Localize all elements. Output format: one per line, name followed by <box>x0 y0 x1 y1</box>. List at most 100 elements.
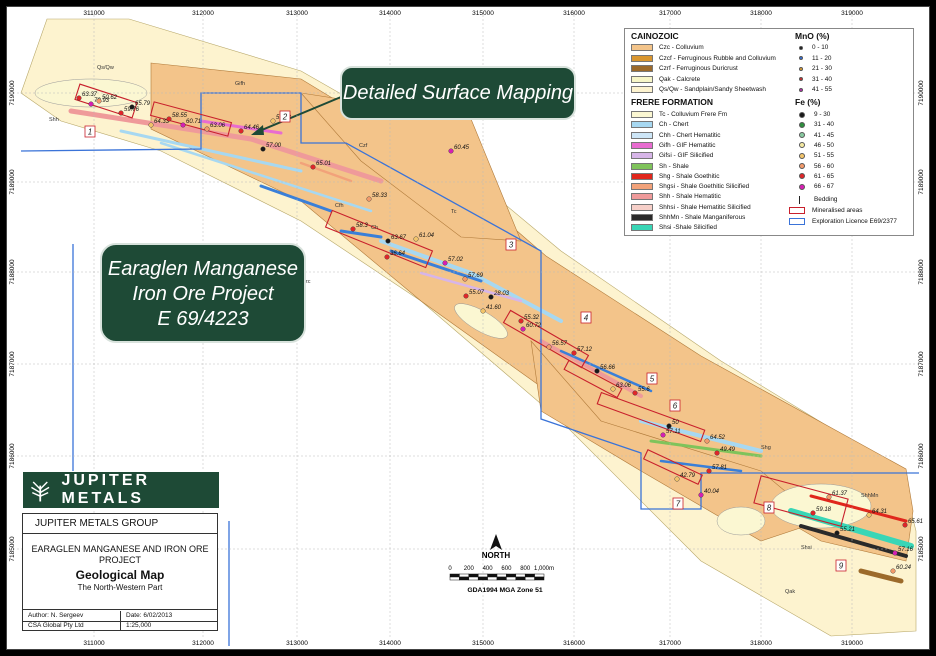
scale-tick-label: 0 <box>448 566 452 572</box>
legend-fe-row: 41 - 45 <box>795 131 834 140</box>
geology-unit-label: Ch <box>371 225 378 231</box>
mineralised-areas <box>74 83 849 527</box>
legend-heading-cainozoic: CAINOZOIC <box>631 31 679 41</box>
legend-point-symbol <box>799 132 805 139</box>
sample-point[interactable] <box>666 423 672 429</box>
sample-value-label: 57.11 <box>666 429 681 435</box>
sample-point[interactable] <box>180 122 186 128</box>
sample-point[interactable] <box>890 568 896 574</box>
sample-point[interactable] <box>238 128 244 134</box>
sample-point[interactable] <box>260 146 266 152</box>
scale-segment <box>468 576 479 581</box>
geology-unit-label: Qak <box>785 589 795 595</box>
legend-label: Shgsi - Shale Goethitic Silicified <box>659 183 750 191</box>
sample-point[interactable] <box>632 390 638 396</box>
sample-point[interactable] <box>366 196 372 202</box>
northing-label-left: 7186000 <box>9 443 16 469</box>
sample-point[interactable] <box>270 118 276 124</box>
geology-unit-label: Gifh <box>235 81 245 87</box>
easting-label-bottom: 316000 <box>563 640 585 647</box>
sample-value-label: 56.57 <box>552 341 568 347</box>
scale-segment <box>515 573 526 578</box>
sample-value-label: 65.61 <box>908 519 923 525</box>
geology-map-canvas[interactable]: 3110003110003120003120003130003130003140… <box>7 7 929 649</box>
legend-mno-row: 21 - 30 <box>795 64 832 73</box>
sample-point[interactable] <box>385 238 391 244</box>
sample-point[interactable] <box>88 101 94 107</box>
sample-point[interactable] <box>704 438 710 444</box>
sample-point[interactable] <box>546 344 552 350</box>
project-licence-line: E 69/4223 <box>157 308 249 330</box>
sample-point[interactable] <box>118 110 124 116</box>
sample-point[interactable] <box>462 276 468 282</box>
sample-value-label: 60.45 <box>454 145 470 151</box>
sample-point[interactable] <box>448 148 454 154</box>
sample-point[interactable] <box>866 512 872 518</box>
sample-point[interactable] <box>610 386 616 392</box>
area-number-box <box>505 238 517 251</box>
sample-point[interactable] <box>594 368 600 374</box>
sample-point[interactable] <box>518 318 524 324</box>
northing-label-right: 7186000 <box>918 443 925 469</box>
datum-label: GDA1994 MGA Zone 51 <box>467 587 543 594</box>
legend-row-sh: Sh - Shale <box>631 162 689 171</box>
sample-point[interactable] <box>480 308 486 314</box>
easting-label-bottom: 314000 <box>379 640 401 647</box>
legend-label: Qak - Calcrete <box>659 75 701 83</box>
sample-point[interactable] <box>166 116 172 122</box>
mineralised-area-outline <box>596 391 706 443</box>
scale-segment <box>449 576 460 581</box>
company-logo: JUPITER METALS <box>22 471 220 509</box>
sample-point[interactable] <box>129 104 135 110</box>
sample-point[interactable] <box>706 468 712 474</box>
easting-label-bottom: 319000 <box>841 640 863 647</box>
legend-point-symbol <box>799 173 805 180</box>
sample-point[interactable] <box>148 122 154 128</box>
legend-label: 31 - 40 <box>812 75 832 83</box>
geology-unit-label: Qs/Qw <box>97 65 114 71</box>
sample-value-label: 41.60 <box>486 305 502 311</box>
legend-label: Mineralised areas <box>812 207 863 214</box>
sample-point[interactable] <box>350 226 356 232</box>
legend-swatch <box>631 44 653 51</box>
sample-point[interactable] <box>488 294 494 300</box>
scale-segment <box>496 576 507 581</box>
northing-label-left: 7187000 <box>9 351 16 377</box>
sample-point[interactable] <box>463 293 469 299</box>
legend-swatch <box>631 131 653 139</box>
logo-text: JUPITER METALS <box>61 472 151 507</box>
sample-point[interactable] <box>96 98 102 104</box>
sample-point[interactable] <box>413 236 419 242</box>
legend-label: 0 - 10 <box>812 44 829 51</box>
sample-point[interactable] <box>826 494 832 500</box>
sample-point[interactable] <box>310 164 316 170</box>
legend-fe-row: 9 - 30 <box>795 110 830 119</box>
sample-point[interactable] <box>698 492 704 498</box>
sample-point[interactable] <box>384 254 390 260</box>
map-title: Geological Map <box>75 568 165 582</box>
sample-point[interactable] <box>810 510 816 516</box>
sample-point[interactable] <box>714 450 720 456</box>
sample-point[interactable] <box>204 126 210 132</box>
legend-point-symbol <box>799 56 803 60</box>
sample-point[interactable] <box>834 530 840 536</box>
sample-point[interactable] <box>571 350 577 356</box>
legend-point-symbol <box>799 121 805 128</box>
sample-point[interactable] <box>892 550 898 556</box>
legend-label: 31 - 40 <box>814 121 834 129</box>
sample-value-label: 57.69 <box>468 273 484 279</box>
sample-point[interactable] <box>902 522 908 528</box>
sample-point[interactable] <box>660 432 666 438</box>
sample-point[interactable] <box>76 95 82 101</box>
scale-segment <box>477 573 488 578</box>
colluvium-south <box>530 340 822 542</box>
title-project-line-1: EARAGLEN MANGANESE AND IRON ORE <box>31 544 209 554</box>
scale-tick-label: 800 <box>520 566 531 572</box>
scale-segment <box>506 573 517 578</box>
sample-point[interactable] <box>674 476 680 482</box>
sample-point[interactable] <box>520 326 526 332</box>
easting-label-bottom: 311000 <box>83 640 105 647</box>
legend-point-symbol <box>799 183 805 190</box>
sample-point[interactable] <box>442 260 448 266</box>
